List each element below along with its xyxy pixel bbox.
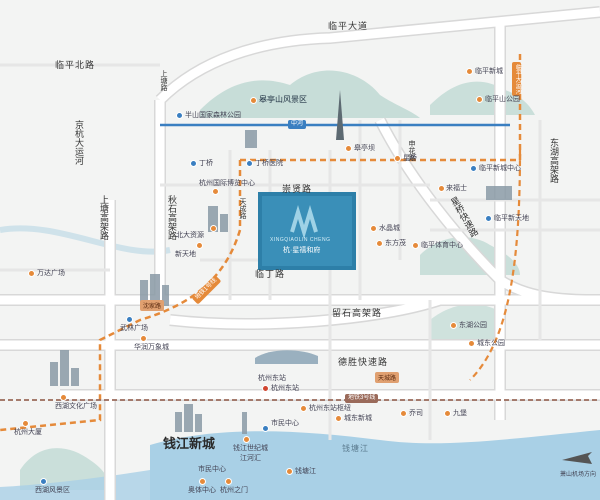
project-inner <box>262 196 352 266</box>
metro-line-orange-east <box>469 149 522 381</box>
poi-29[interactable]: 城东新城 <box>344 415 372 422</box>
poi-28[interactable]: 杭州东站枢纽 <box>309 405 351 412</box>
poi-5[interactable]: 西湖文化广场 <box>55 403 97 410</box>
plane-icon <box>562 452 592 464</box>
mountain-gaoting <box>200 70 420 118</box>
poi-16[interactable]: 杭州大厦 <box>14 429 42 436</box>
poi-22[interactable]: 星桥 <box>403 155 417 162</box>
poi-21[interactable]: 皋亭坝 <box>354 145 375 152</box>
river-label: 钱塘江 <box>342 444 369 453</box>
road-label-linping-avenue: 临平大道 <box>328 21 369 31</box>
metro-tag-linping: 临平大运河 <box>512 62 522 96</box>
compass: 萧山机场方向 <box>560 442 597 492</box>
station-chen[interactable]: 天城路 <box>375 372 400 383</box>
poi-34[interactable]: 来福士 <box>446 185 467 192</box>
poi-19[interactable]: 新天地 <box>175 251 196 258</box>
poi-10[interactable]: 东湖公园 <box>459 322 487 329</box>
poi-0[interactable]: 皋亭山风景区 <box>259 95 307 104</box>
road-label-jinghang: 京杭大运河 <box>74 120 84 165</box>
poi-12[interactable]: 临平体育中心 <box>421 242 463 249</box>
station-zhongshan[interactable]: 沈家路 <box>140 300 165 311</box>
road-label-chonghe: 崇贤路 <box>282 184 313 194</box>
qiantang-river <box>150 430 600 500</box>
road-label-qiushi: 秋石高架路 <box>167 195 177 240</box>
poi-30[interactable]: 万达广场 <box>37 270 65 277</box>
area-label-xixi: 钱江世纪城 <box>233 445 268 452</box>
compass-text: 萧山机场方向 <box>560 472 597 478</box>
poi-18[interactable]: 华润万象城 <box>134 344 169 351</box>
poi-9[interactable]: 临平新城中心 <box>479 165 521 172</box>
project-logo-cn: 杭·星禧和府 <box>283 247 321 254</box>
poi-1[interactable]: 半山国家森林公园 <box>185 112 241 119</box>
poi-31[interactable]: 北大资源 <box>176 232 204 239</box>
poi-23[interactable]: 杭州国际博览中心 <box>199 180 255 187</box>
poi-6[interactable]: 西湖风景区 <box>35 487 70 494</box>
poi-4[interactable]: 杭州东站 <box>271 385 299 392</box>
poi-2[interactable]: 临平新城 <box>475 68 503 75</box>
road-label-shenjiagang: 申花路 <box>408 140 415 161</box>
project-logo-en: XINGQIAOLIN CHENG <box>270 237 331 243</box>
road-label-dongfang: 东湖高架路 <box>549 138 559 183</box>
poi-24[interactable]: 杭州之门 <box>220 487 248 494</box>
poi-27[interactable]: 市民中心 <box>271 420 299 427</box>
tower-landmark <box>336 90 344 140</box>
road-label-tianxiang: 天成路 <box>239 198 246 219</box>
poi-14[interactable]: 乔司 <box>409 410 423 417</box>
poi-33[interactable]: 东方茂 <box>385 240 406 247</box>
road-label-shichuang: 留石高架路 <box>332 308 383 318</box>
poi-11[interactable]: 城东公园 <box>477 340 505 347</box>
poi-17[interactable]: 武林广场 <box>120 325 148 332</box>
canal <box>0 225 171 255</box>
high-speed-train <box>255 350 318 364</box>
road-label-deshang: 德胜快速路 <box>338 357 389 367</box>
metro-tag-blue: 中河 <box>288 120 307 130</box>
poi-26[interactable]: 江河汇 <box>240 455 261 462</box>
road-label-shanghai-harbor: 上塘高架路 <box>99 195 109 240</box>
poi-32[interactable]: 水晶城 <box>379 225 400 232</box>
poi-25[interactable]: 奥体中心 <box>188 487 216 494</box>
road-label-linping-north: 临平北路 <box>55 60 96 70</box>
poi-15[interactable]: 九堡 <box>453 410 467 417</box>
area-label-gaotie: 杭州东站 <box>258 375 286 382</box>
area-label-qiantang-newcity: 钱江新城 <box>163 436 216 451</box>
area-label-citizen: 市民中心 <box>198 466 226 473</box>
road-label-shangtang: 上塘路 <box>160 70 167 91</box>
poi-3[interactable]: 丁桥 <box>199 160 213 167</box>
mountain-east <box>430 304 505 340</box>
building-clusters <box>50 130 512 434</box>
poi-13[interactable]: 临平新天地 <box>494 215 529 222</box>
poi-20[interactable]: 丁桥医院 <box>255 160 283 167</box>
road-label-huanhe: 临丁路 <box>255 269 286 279</box>
metro-tag-brown: 地铁3号线 <box>345 394 379 404</box>
project-logo-icon <box>290 205 318 239</box>
poi-8[interactable]: 临平山公园 <box>485 96 520 103</box>
poi-7[interactable]: 钱塘江 <box>295 468 316 475</box>
